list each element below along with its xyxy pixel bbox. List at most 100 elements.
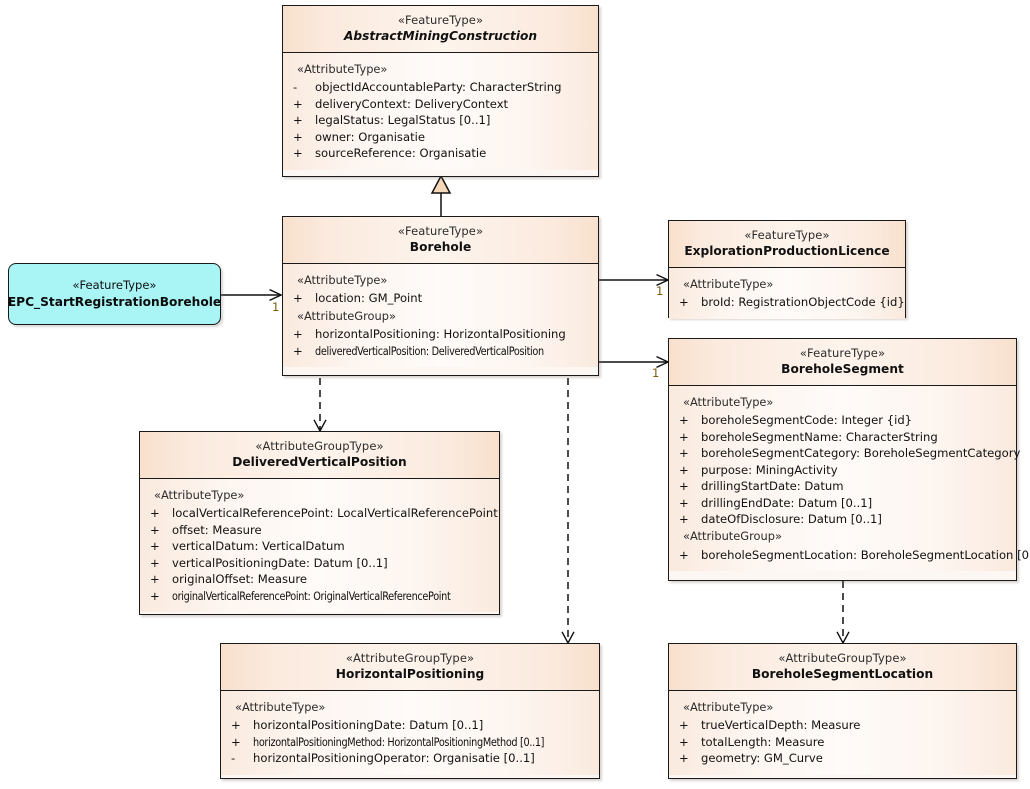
stereotype-label: «FeatureType» (799, 346, 886, 360)
attribute-signature: dateOfDisclosure: Datum [0..1] (701, 512, 882, 526)
attribute-group-label: «AttributeType» (297, 272, 388, 287)
class-header: «FeatureType» BoreholeSegment (669, 339, 1016, 386)
class-boreholesegment[interactable]: «FeatureType» BoreholeSegment «Attribute… (668, 338, 1030, 581)
class-header: «FeatureType» Borehole (283, 217, 598, 264)
visibility-marker: + (679, 479, 689, 494)
attribute-signature: originalOffset: Measure (172, 572, 308, 587)
attribute-signature: purpose: MiningActivity (701, 462, 838, 477)
attribute-signature: localVerticalReferencePoint: LocalVertic… (172, 506, 498, 521)
attribute-group-label: «AttributeType» (683, 699, 774, 714)
attribute-row: + geometry: GM_Curve (669, 750, 1016, 766)
class-header: «FeatureType» ExplorationProductionLicen… (669, 221, 905, 268)
attribute-row: + deliveryContext: DeliveryContext (283, 96, 598, 112)
visibility-marker: + (679, 751, 689, 766)
visibility-marker: + (679, 462, 689, 477)
attribute-signature: totalLength: Measure (701, 734, 825, 749)
visibility-marker: + (679, 446, 689, 461)
stereotype-label: «FeatureType» (397, 224, 484, 238)
attribute-signature: horizontalPositioningDate: Datum [0..1] (253, 718, 484, 733)
class-abstractminingconstruction[interactable]: «FeatureType» AbstractMiningConstruction… (282, 5, 599, 177)
visibility-marker: + (679, 413, 689, 428)
visibility-marker: + (293, 291, 303, 306)
class-body: «AttributeType» + horizontalPositioningD… (221, 690, 599, 775)
class-boreholesegmentlocation[interactable]: «AttributeGroupType» BoreholeSegmentLoca… (668, 643, 1017, 779)
class-horizontalpositioning[interactable]: «AttributeGroupType» HorizontalPositioni… (220, 643, 600, 779)
visibility-marker: + (293, 146, 303, 161)
attribute-row: + boreholeSegmentName: CharacterString (669, 429, 1016, 445)
attribute-signature: horizontalPositioningMethod: HorizontalP… (253, 734, 545, 749)
visibility-marker: + (293, 113, 303, 128)
attribute-row: + purpose: MiningActivity (669, 462, 1016, 478)
multiplicity-borehole-to-licence: 1 (656, 284, 664, 298)
class-body: «AttributeType» - objectIdAccountablePar… (283, 52, 598, 170)
attribute-group-label: «AttributeType» (683, 394, 774, 409)
attribute-signature: horizontalPositioning: HorizontalPositio… (315, 327, 566, 342)
visibility-marker: + (679, 495, 689, 510)
attribute-signature: boreholeSegmentName: CharacterString (701, 429, 938, 444)
attribute-row: + legalStatus: LegalStatus [0..1] (283, 112, 598, 128)
attribute-signature: deliveredVerticalPosition: DeliveredVert… (315, 343, 544, 358)
attribute-row: + broId: RegistrationObjectCode {id} (669, 294, 905, 310)
visibility-marker: + (293, 129, 303, 144)
visibility-marker: - (231, 751, 236, 766)
stereotype-label: «FeatureType» (72, 277, 157, 292)
attribute-row: + verticalDatum: VerticalDatum (140, 538, 499, 554)
class-body: «AttributeType» + location: GM_Point «At… (283, 263, 598, 368)
class-borehole[interactable]: «FeatureType» Borehole «AttributeType» +… (282, 216, 599, 376)
visibility-marker: + (231, 734, 241, 749)
attribute-signature: boreholeSegmentCategory: BoreholeSegment… (701, 446, 1021, 461)
attribute-row: + sourceReference: Organisatie (283, 145, 598, 161)
attribute-row: + boreholeSegmentCategory: BoreholeSegme… (669, 445, 1020, 461)
stereotype-label: «AttributeGroupType» (345, 651, 475, 665)
attribute-signature: deliveryContext: DeliveryContext (315, 96, 509, 111)
attribute-row: + localVerticalReferencePoint: LocalVert… (140, 505, 499, 521)
class-body: «AttributeType» + localVerticalReference… (140, 478, 499, 612)
attribute-row: + totalLength: Measure (669, 734, 1016, 750)
attribute-signature: drillingEndDate: Datum [0..1] (701, 495, 873, 510)
attribute-row: + drillingStartDate: Datum (669, 478, 1016, 494)
visibility-marker: + (679, 512, 689, 526)
attribute-row: + dateOfDisclosure: Datum [0..1] (669, 511, 1016, 527)
attribute-row: + horizontalPositioning: HorizontalPosit… (283, 326, 598, 342)
attribute-signature: trueVerticalDepth: Measure (701, 718, 861, 733)
visibility-marker: + (150, 588, 160, 603)
attribute-signature: objectIdAccountableParty: CharacterStrin… (315, 80, 562, 95)
class-deliveredverticalposition[interactable]: «AttributeGroupType» DeliveredVerticalPo… (139, 431, 500, 615)
attribute-row: + horizontalPositioningDate: Datum [0..1… (221, 717, 599, 733)
class-body: «AttributeType» + boreholeSegmentCode: I… (669, 385, 1030, 572)
visibility-marker: + (679, 547, 689, 562)
attribute-group-label: «AttributeType» (683, 276, 774, 291)
attribute-row: + horizontalPositioningMethod: Horizonta… (221, 734, 599, 750)
attribute-row: + drillingEndDate: Datum [0..1] (669, 495, 1016, 511)
visibility-marker: + (150, 522, 160, 537)
attribute-signature: boreholeSegmentCode: Integer {id} (701, 413, 913, 428)
visibility-marker: + (150, 506, 160, 521)
multiplicity-borehole-to-segment: 1 (652, 366, 660, 380)
generalization-borehole-to-abstractminingconstruction (430, 174, 452, 216)
class-header: «AttributeGroupType» DeliveredVerticalPo… (140, 432, 499, 479)
attribute-signature: broId: RegistrationObjectCode {id} (701, 295, 905, 310)
attribute-group-label: «AttributeType» (235, 699, 326, 714)
visibility-marker: + (231, 718, 241, 733)
class-name-label: DeliveredVerticalPosition (232, 455, 407, 470)
attribute-row: + originalOffset: Measure (140, 571, 499, 587)
class-name-label: BoreholeSegmentLocation (751, 667, 934, 682)
attribute-signature: drillingStartDate: Datum (701, 479, 844, 494)
attribute-signature: offset: Measure (172, 522, 262, 537)
visibility-marker: + (293, 343, 303, 358)
class-epc-startregistrationborehole[interactable]: «FeatureType» EPC_StartRegistrationBoreh… (8, 263, 221, 325)
class-name-label: BoreholeSegment (781, 362, 904, 377)
attribute-group-label: «AttributeGroup» (297, 308, 396, 323)
attribute-row: - objectIdAccountableParty: CharacterStr… (283, 79, 598, 95)
attribute-signature: location: GM_Point (315, 291, 423, 306)
class-name-label: AbstractMiningConstruction (343, 29, 538, 44)
attribute-row: + owner: Organisatie (283, 129, 598, 145)
class-body: «AttributeType» + broId: RegistrationObj… (669, 267, 905, 319)
class-header: «AttributeGroupType» BoreholeSegmentLoca… (669, 644, 1016, 691)
visibility-marker: + (150, 555, 160, 570)
class-explorationproductionlicence[interactable]: «FeatureType» ExplorationProductionLicen… (668, 220, 906, 319)
attribute-row: + verticalPositioningDate: Datum [0..1] (140, 555, 499, 571)
attribute-signature: legalStatus: LegalStatus [0..1] (315, 113, 491, 128)
attribute-row: + deliveredVerticalPosition: DeliveredVe… (283, 343, 598, 359)
